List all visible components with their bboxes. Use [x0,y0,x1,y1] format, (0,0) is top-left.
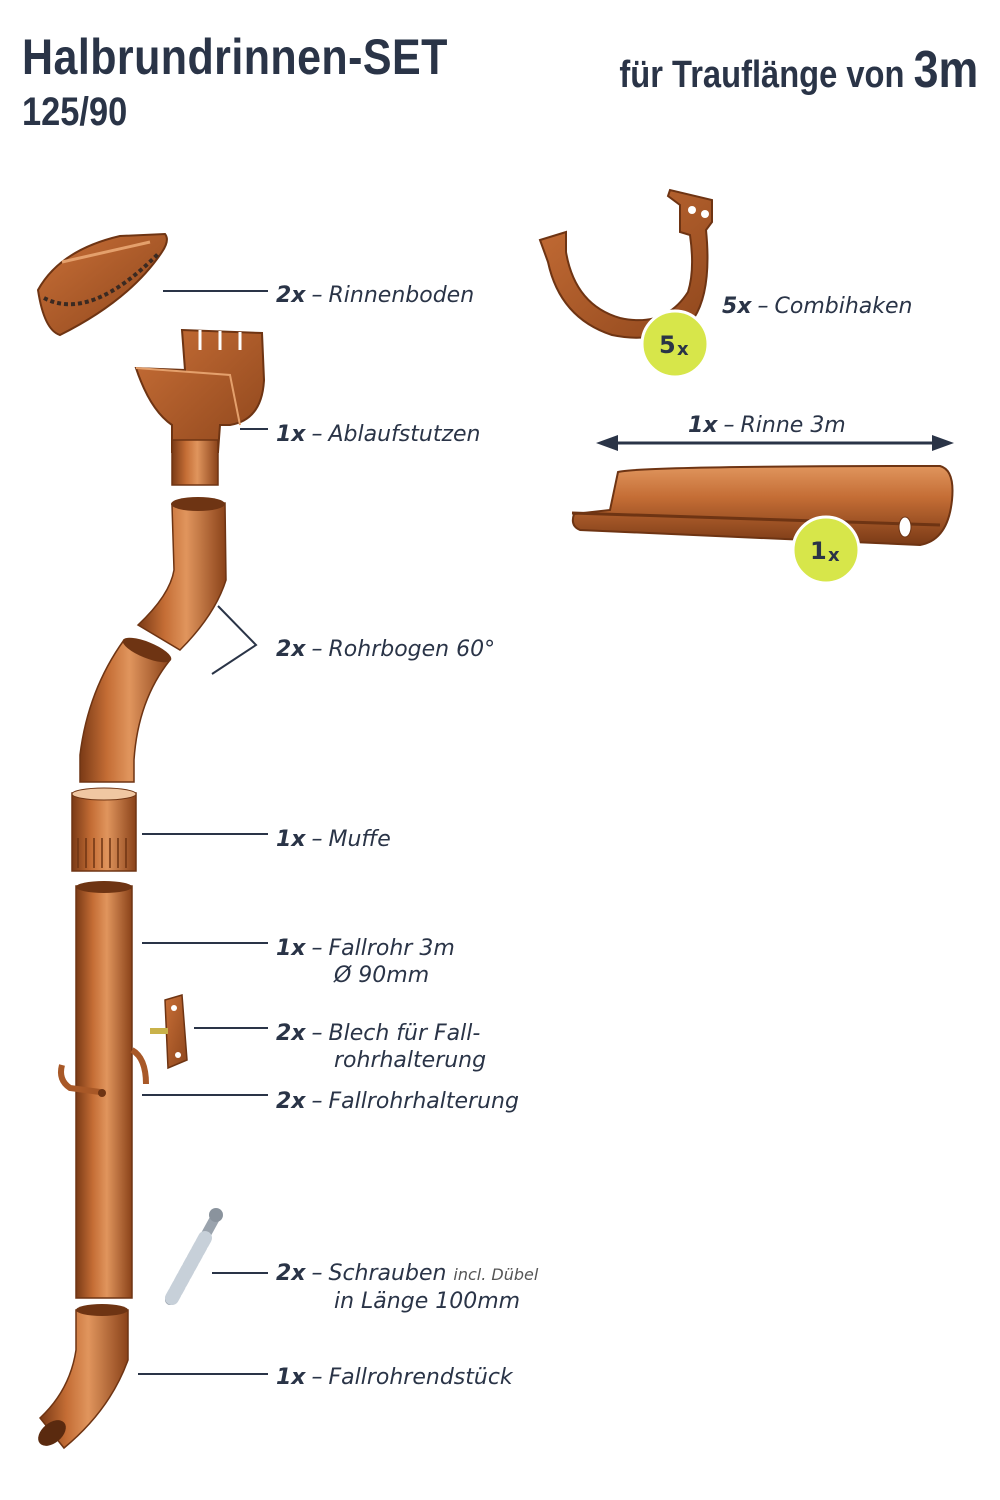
label-screws: 2x–Schrauben incl. Dübel in Länge 100mm [276,1261,539,1314]
gutter [571,464,954,547]
gutter-end-cap [36,232,168,337]
label-end-piece: 1x–Fallrohrendstück [276,1365,513,1390]
label-elbows: 2x–Rohrbogen 60° [276,637,496,662]
gutter-badge-unit: x [828,545,840,566]
eave-length-heading: für Trauflänge von 3m [619,40,978,100]
gutter-hook [538,188,713,339]
leader-line-elbows [211,605,258,675]
label-end-cap: 2x–Rinnenboden [276,283,475,308]
label-gutter: 1x–Rinne 3m [688,413,846,438]
page-title: Halbrundrinnen-SET [22,29,448,85]
pipe-clamp-right [130,1047,149,1085]
hook-badge-unit: x [677,339,689,360]
pipe-bracket-plate [150,994,188,1070]
pipe-socket [71,787,137,872]
gutter-length-arrow [596,435,954,451]
pipe-clamp-left [58,1064,106,1097]
label-downpipe: 1x–Fallrohr 3m Ø 90mm [276,936,455,988]
leader-lines [138,290,268,1375]
outlet [134,328,266,486]
gutter-badge-number: 1 [810,537,827,565]
screw-and-dowel [165,1208,223,1305]
label-outlet: 1x–Ablaufstutzen [276,422,481,447]
label-socket: 1x–Muffe [276,827,391,852]
hook-badge-number: 5 [659,331,676,359]
pipe-elbow-lower [79,637,172,783]
label-gutter-hook: 5x–Combihaken [722,294,913,319]
label-bracket-plate: 2x–Blech für Fall- rohrhalterung [276,1021,487,1073]
page-subtitle: 125/90 [22,90,128,134]
hook-quantity-badge [640,309,710,379]
pipe-elbow-upper [136,497,227,651]
eave-length-prefix: für Trauflänge von [619,54,905,96]
gutter-quantity-badge [791,515,861,585]
downpipe-end-piece [38,1304,129,1450]
eave-length-value: 3m [913,41,978,99]
label-clamps: 2x–Fallrohrhalterung [276,1089,519,1114]
